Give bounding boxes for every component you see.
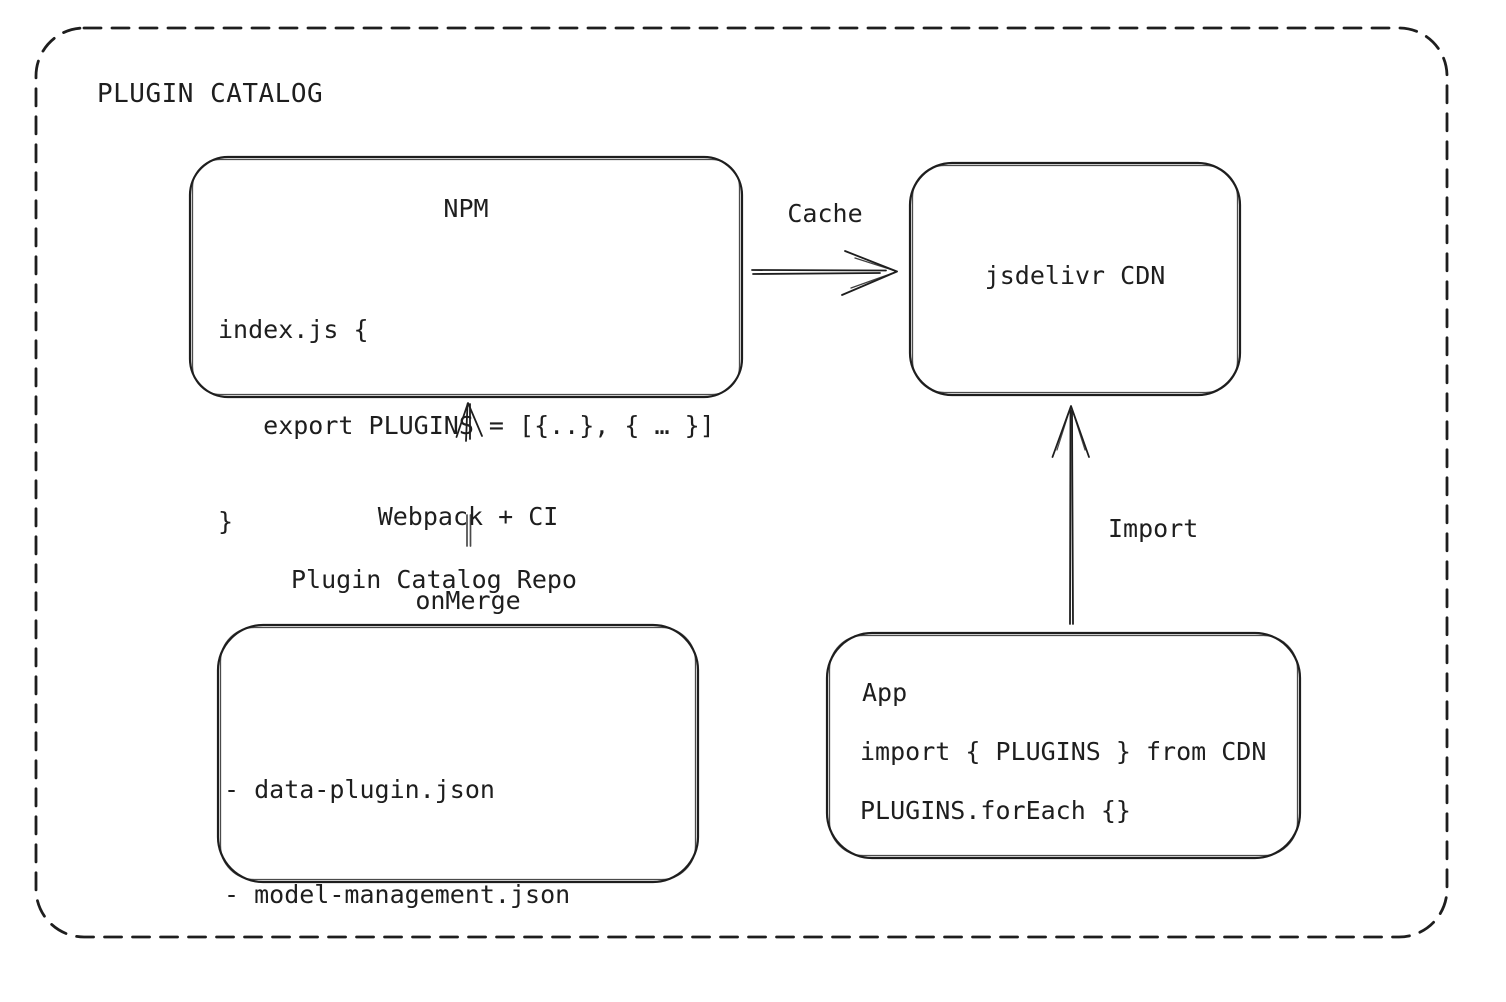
app-node-title: App — [862, 678, 908, 707]
import-arrow-label: Import — [1108, 514, 1199, 543]
npm-code-line: export PLUGINS = [{..}, { … }] — [218, 411, 715, 440]
diagram-title: PLUGIN CATALOG — [97, 79, 324, 109]
repo-node-title: Plugin Catalog Repo — [291, 565, 577, 594]
npm-node-box — [188, 155, 744, 399]
cache-arrow — [751, 250, 898, 296]
import-arrow — [1051, 405, 1090, 625]
app-node-box — [825, 631, 1302, 860]
app-code-line: import { PLUGINS } from CDN — [860, 737, 1267, 766]
repo-file-item: - data-plugin.json — [224, 775, 495, 804]
build-arrow-label: Webpack + CI onMerge — [348, 447, 588, 671]
build-arrow-label-line2: onMerge — [415, 586, 521, 615]
build-arrow — [455, 402, 483, 547]
plugin-catalog-container-border — [34, 26, 1449, 939]
cdn-node-box — [908, 161, 1242, 397]
app-code-line: PLUGINS.forEach {} — [860, 796, 1131, 825]
cdn-node-label: jsdelivr CDN — [984, 261, 1166, 290]
repo-file-item: … — [224, 985, 240, 1002]
repo-node-box — [216, 623, 700, 884]
repo-file-list: - data-plugin.json - model-management.js… — [224, 702, 570, 1002]
build-arrow-label-line1: Webpack + CI — [377, 502, 559, 531]
npm-code-line: index.js { — [218, 315, 369, 344]
repo-file-item: - model-management.json — [224, 880, 571, 909]
cache-arrow-label: Cache — [787, 199, 863, 228]
npm-node-title: NPM — [443, 194, 489, 223]
npm-code-block: index.js { export PLUGINS = [{..}, { … }… — [218, 250, 715, 602]
npm-code-line: } — [218, 507, 234, 536]
